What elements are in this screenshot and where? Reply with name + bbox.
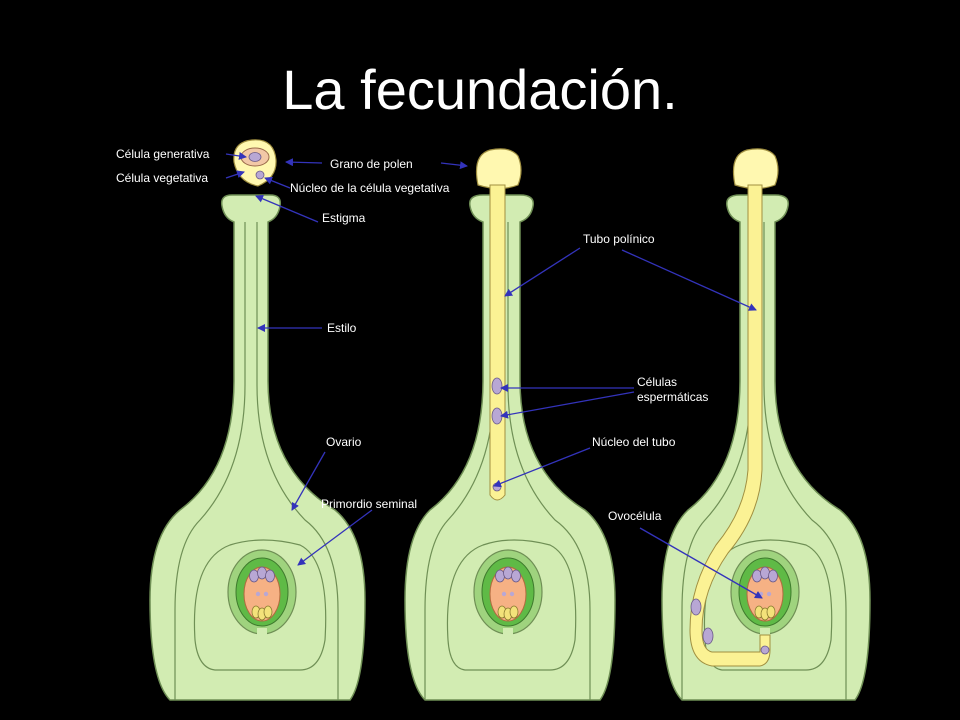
label-ovocelula: Ovocélula (608, 509, 662, 523)
label-celula-generativa: Célula generativa (116, 147, 210, 161)
label-arrows (225, 152, 763, 599)
label-grano-de-polen: Grano de polen (330, 157, 413, 171)
label-celula-vegetativa: Célula vegetativa (116, 171, 208, 185)
label-nucleo-celula-vegetativa: Núcleo de la célula vegetativa (290, 181, 450, 195)
pollen-grain-3 (732, 148, 779, 190)
pollen-tube-2 (489, 184, 506, 501)
label-nucleo-del-tubo: Núcleo del tubo (592, 435, 676, 449)
pollen-grain-1 (233, 139, 277, 187)
pistil-1-inner-canal (174, 222, 339, 700)
slide-title: La fecundación. (282, 58, 678, 121)
label-tubo-polinico: Tubo polínico (583, 232, 655, 246)
label-celulas-espermaticas-line2: espermáticas (637, 390, 708, 404)
pistil-2 (404, 148, 616, 701)
label-primordio-seminal: Primordio seminal (321, 497, 417, 511)
label-ovario: Ovario (326, 435, 362, 449)
pollen-grain-2 (475, 148, 522, 190)
label-estilo: Estilo (327, 321, 357, 335)
label-celulas-espermaticas-line1: Células (637, 375, 677, 389)
label-estigma: Estigma (322, 211, 366, 225)
pistil-1 (149, 139, 366, 701)
pistil-3 (661, 148, 871, 701)
